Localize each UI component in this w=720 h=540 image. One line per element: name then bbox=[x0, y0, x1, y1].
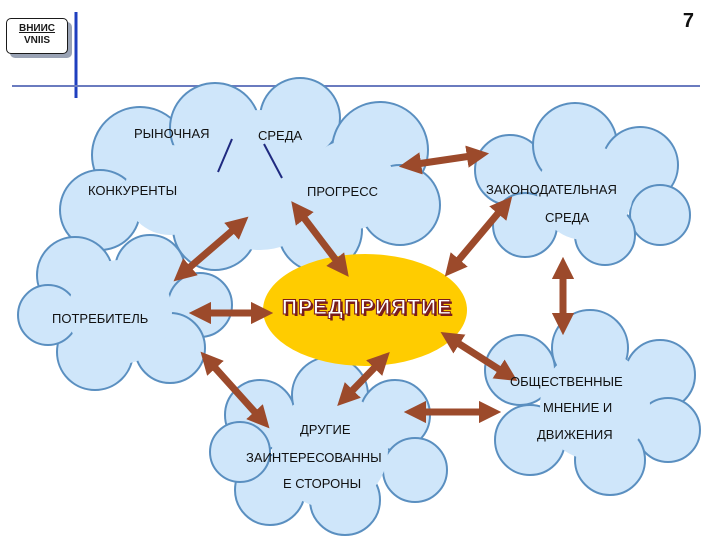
legislative-cloud bbox=[474, 102, 691, 266]
logo: ВНИИС VNIIS bbox=[6, 18, 68, 54]
label-market: РЫНОЧНАЯ bbox=[134, 126, 210, 141]
label-stakeholders-2: ЗАИНТЕРЕСОВАННЫ bbox=[246, 450, 382, 465]
market-connector-left bbox=[217, 138, 233, 173]
label-progress: ПРОГРЕСС bbox=[307, 184, 378, 199]
market-connector-right bbox=[263, 143, 283, 179]
logo-text-ru: ВНИИС bbox=[18, 23, 56, 34]
arrow-consumer-stakeholders bbox=[200, 351, 270, 429]
label-enterprise: ПРЕДПРИЯТИЕ bbox=[281, 296, 453, 320]
arrow-legislative-center bbox=[444, 196, 513, 277]
center-ellipse bbox=[263, 254, 467, 366]
stakeholders-cloud bbox=[209, 356, 448, 536]
arrow-market-legislative bbox=[398, 145, 490, 175]
label-legislative: ЗАКОНОДАТЕЛЬНАЯ bbox=[486, 182, 617, 197]
public-cloud bbox=[484, 309, 701, 496]
label-legislative-environment: СРЕДА bbox=[545, 210, 590, 225]
label-environment: СРЕДА bbox=[258, 128, 303, 143]
label-stakeholders-3: Е СТОРОНЫ bbox=[283, 476, 362, 491]
arrow-market-center bbox=[291, 201, 349, 277]
arrow-center-stakeholders bbox=[337, 351, 390, 407]
label-competitors: КОНКУРЕНТЫ bbox=[88, 183, 178, 198]
label-public-2: МНЕНИЕ И bbox=[543, 400, 613, 415]
label-consumer: ПОТРЕБИТЕЛЬ bbox=[52, 311, 149, 326]
label-stakeholders-1: ДРУГИЕ bbox=[300, 422, 351, 437]
logo-text-en: VNIIS bbox=[23, 35, 51, 46]
market-cloud bbox=[59, 77, 441, 273]
arrow-market-consumer bbox=[173, 216, 249, 282]
label-public-3: ДВИЖЕНИЯ bbox=[537, 427, 613, 442]
label-public-1: ОБЩЕСТВЕННЫЕ bbox=[510, 374, 623, 389]
arrow-center-public bbox=[440, 331, 518, 382]
consumer-cloud bbox=[17, 234, 233, 391]
page-number: 7 bbox=[682, 10, 694, 32]
